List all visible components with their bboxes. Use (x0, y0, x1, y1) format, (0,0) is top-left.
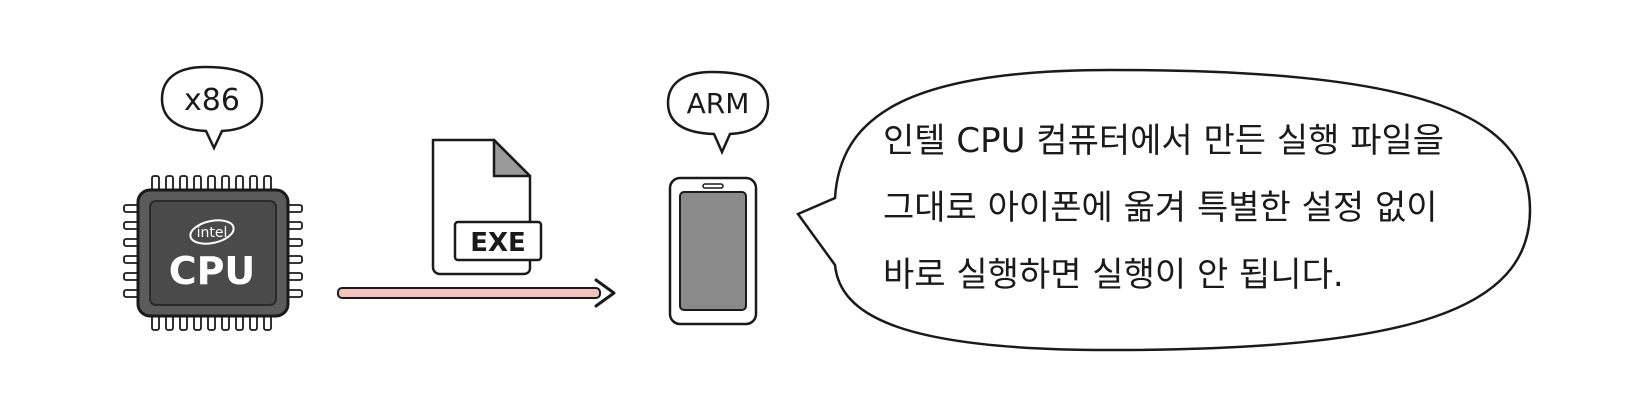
x86-label: x86 (184, 83, 240, 118)
smartphone-icon (668, 176, 758, 326)
arm-label-bubble: ARM (666, 70, 770, 156)
arm-label: ARM (687, 87, 750, 120)
chip-label: CPU (169, 249, 256, 293)
speech-line-1: 인텔 CPU 컴퓨터에서 만든 실행 파일을 (883, 121, 1444, 161)
speech-line-3: 바로 실행하면 실행이 안 됩니다. (883, 255, 1344, 295)
speech-line-2: 그대로 아이폰에 옮겨 특별한 설정 없이 (883, 188, 1438, 228)
exe-tag (453, 220, 543, 262)
chip-brand: intel (197, 225, 228, 241)
cpu-chip-icon: intel CPU (123, 175, 303, 331)
phone-screen (679, 191, 747, 311)
intel-logo-icon (189, 219, 235, 245)
speech-bubble: 인텔 CPU 컴퓨터에서 만든 실행 파일을 그대로 아이폰에 옮겨 특별한 설… (796, 68, 1532, 352)
exe-file-icon: EXE (431, 138, 543, 276)
phone-speaker (702, 183, 724, 189)
transfer-arrow (337, 278, 616, 308)
x86-label-bubble: x86 (160, 65, 264, 151)
file-fold (492, 138, 532, 178)
exe-label: EXE (470, 228, 526, 258)
